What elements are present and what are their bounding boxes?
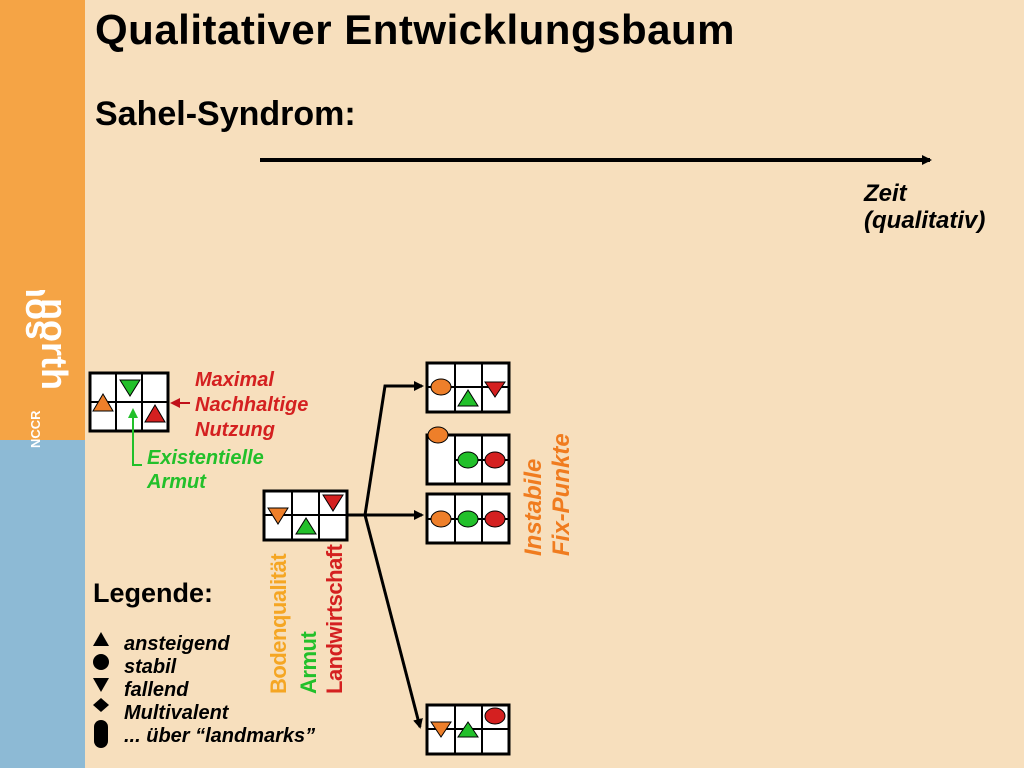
triangle-up-orange [92,393,114,412]
logo-north: north [34,298,75,390]
legend-item-stable: stabil [124,656,177,678]
sidebar-orange-band [0,0,85,440]
legend-symbols [93,632,109,748]
label-max-line1: Maximal [195,369,274,391]
label-existential-poverty: Existentielle Armut [147,446,264,494]
label-armut-line2: Armut [147,471,206,493]
time-axis-label: Zeit (qualitativ) [864,180,985,234]
fixpoints-line1: Instabile [520,458,547,556]
state-box-outcome-4 [425,703,511,756]
fixpoints-line2: Fix-Punkte [548,433,575,556]
branch-lines [347,381,424,729]
state-box-start [262,489,349,542]
triangle-up-red [144,404,166,423]
legend-item-multivalent: Multivalent [124,702,229,724]
label-instable-fixpoints: Instabile Fix-Punkte [520,433,576,556]
label-max-line2: Nachhaltige [195,394,309,416]
label-agriculture: Landwirtschaft [322,544,347,694]
triangle-down-green [119,379,141,397]
label-armut-line1: Existentielle [147,447,264,469]
legend-diamond-icon [93,698,109,712]
sidebar-blue-band [0,440,85,768]
legend-down-icon [93,678,109,692]
legend-item-falling: fallend [124,679,189,701]
logo-south: south [12,290,53,340]
label-max-sustainable: Maximal Nachhaltige Nutzung [195,368,308,443]
page-subtitle: Sahel-Syndrom: [95,95,356,133]
legend-item-landmarks: ... über “landmarks” [124,725,316,747]
state-box-reference [88,371,170,433]
page-title: Qualitativer Entwicklungsbaum [95,6,735,53]
legend-up-icon [93,632,109,646]
arrow-existential-poverty [128,408,142,466]
time-label-line1: Zeit [864,180,907,207]
logo-nccr: NCCR [28,410,43,448]
label-soil-quality: Bodenqualität [266,553,291,694]
nccr-north-south-logo: north south NCCR [12,290,75,448]
legend-capsule-icon [94,720,108,748]
legend-title: Legende: [93,578,214,608]
label-poverty: Armut [296,631,321,694]
legend-circle-icon [93,654,109,670]
label-max-line3: Nutzung [195,419,275,441]
state-box-outcome-3 [425,492,511,545]
state-box-outcome-1 [425,361,511,414]
legend-item-rising: ansteigend [124,633,230,655]
time-label-line2: (qualitativ) [864,207,986,234]
state-box-outcome-2 [425,426,511,486]
